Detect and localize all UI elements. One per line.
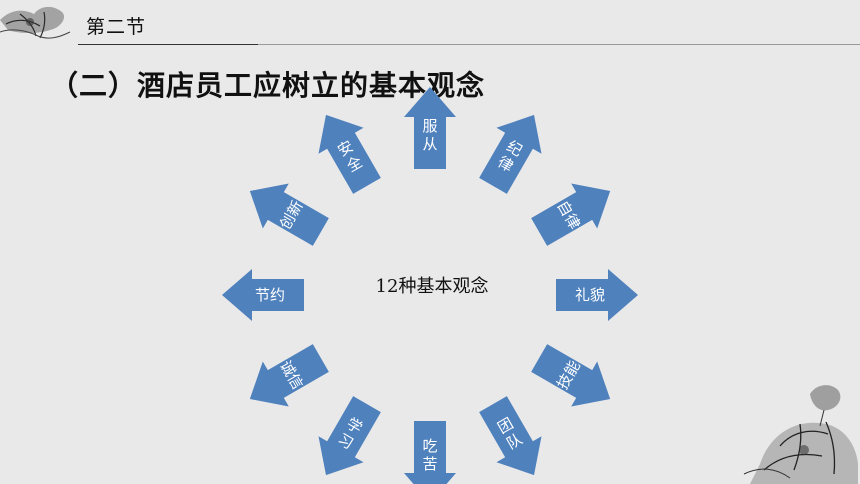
concept-arrow-8: 学习 xyxy=(318,396,381,476)
concept-arrow-11: 创新 xyxy=(249,183,329,246)
concept-arrow-7: 吃苦 xyxy=(404,421,456,484)
arrow-shape xyxy=(404,87,456,169)
center-label: 12种基本观念 xyxy=(376,275,489,297)
arrow-shape xyxy=(318,396,381,476)
header-divider xyxy=(78,44,258,45)
concept-arrow-5: 技能 xyxy=(531,344,611,407)
concept-arrow-10: 节约 xyxy=(222,269,304,321)
concept-arrow-4: 礼貌 xyxy=(556,269,638,321)
arrow-shape xyxy=(222,269,304,321)
concept-arrow-3: 自律 xyxy=(531,183,611,246)
arrow-shape xyxy=(404,421,456,484)
arrow-shape xyxy=(479,396,542,476)
arrow-shape xyxy=(556,269,638,321)
concept-label: 服从 xyxy=(422,117,437,153)
concept-label: 礼貌 xyxy=(575,286,605,304)
arrow-shape xyxy=(249,344,329,407)
arrow-shape xyxy=(249,183,329,246)
concept-arrow-12: 安全 xyxy=(318,114,381,194)
concept-label: 吃苦 xyxy=(422,437,437,473)
page-title: （二）酒店员工应树立的基本观念 xyxy=(50,69,486,102)
section-label: 第二节 xyxy=(86,16,147,38)
concept-arrow-6: 团队 xyxy=(479,396,542,476)
section-header: 第二节 xyxy=(0,0,860,46)
arrow-shape xyxy=(318,114,381,194)
concept-label: 节约 xyxy=(255,286,285,304)
arrow-shape xyxy=(531,183,611,246)
arrow-shape xyxy=(479,114,542,194)
arrow-shape xyxy=(531,344,611,407)
concept-arrow-2: 纪律 xyxy=(479,114,542,194)
concept-arrow-9: 诚信 xyxy=(249,344,329,407)
ink-lotus-corner-decoration xyxy=(743,385,858,484)
header-divider-light xyxy=(258,44,860,45)
concept-arrow-1: 服从 xyxy=(404,87,456,169)
ink-lotus-decoration xyxy=(0,6,71,39)
